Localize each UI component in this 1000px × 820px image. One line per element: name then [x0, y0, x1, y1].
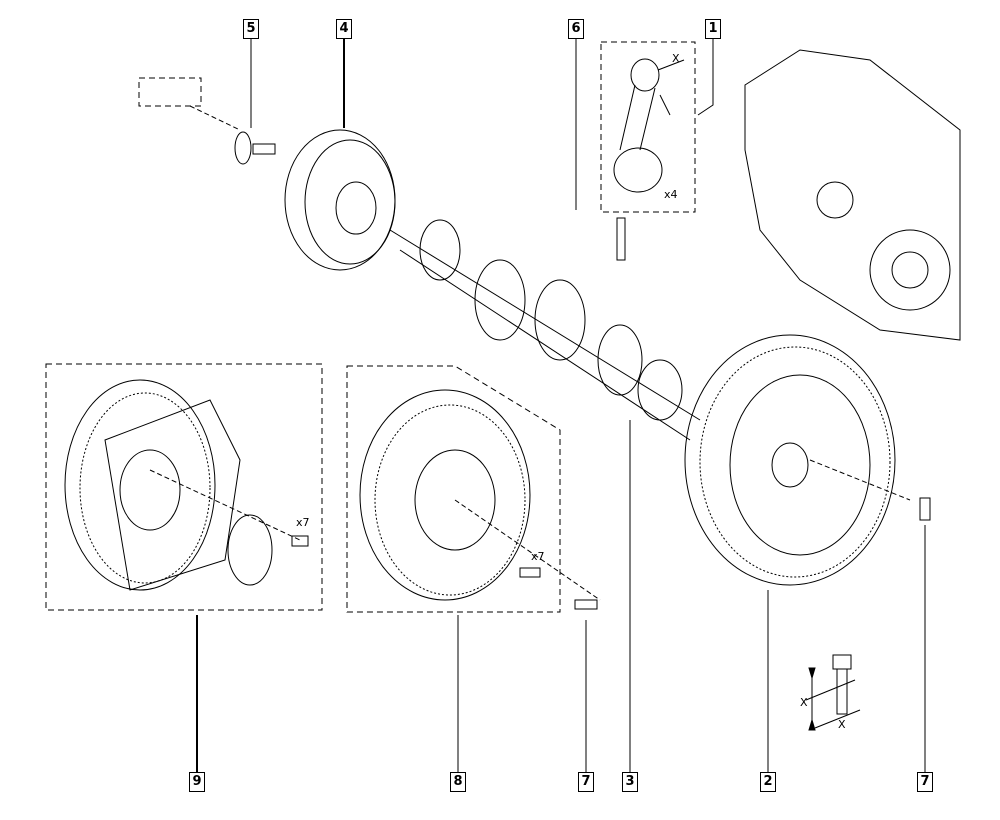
bolt-length-x: X	[800, 696, 808, 709]
flywheel-a-bolt-quantity: x7	[296, 516, 310, 529]
flywheel-bolt-2	[919, 497, 931, 521]
conrod-dimension-x: X	[672, 52, 680, 65]
reference-box	[138, 77, 202, 107]
leader-1	[697, 38, 714, 116]
flywheel-a-frame	[45, 363, 323, 611]
callout-2: 2	[760, 772, 776, 792]
callout-7a: 7	[578, 772, 594, 792]
conrod-quantity: x4	[664, 188, 678, 201]
flywheel-b-frame	[346, 365, 561, 613]
bolt-width-x: X	[838, 718, 846, 731]
callout-8: 8	[450, 772, 466, 792]
flywheel-variant-a	[64, 379, 309, 591]
callout-4: 4	[336, 19, 352, 39]
callout-3: 3	[622, 772, 638, 792]
callout-9: 9	[189, 772, 205, 792]
connecting-rod	[613, 58, 685, 193]
flywheel-b-bolt-quantity: x7	[531, 550, 545, 563]
callout-5: 5	[243, 19, 259, 39]
pulley-bolt-washer	[234, 131, 276, 165]
callout-6: 6	[568, 19, 584, 39]
crankshaft	[389, 219, 701, 441]
bolt-dimension-detail	[805, 654, 861, 731]
callout-1: 1	[705, 19, 721, 39]
reference-arrow	[189, 105, 241, 131]
callout-7b: 7	[917, 772, 933, 792]
engine-illustration	[744, 49, 961, 341]
conrod-frame	[600, 41, 696, 213]
dual-mass-flywheel	[684, 334, 911, 586]
crankshaft-pulley	[284, 129, 396, 271]
flywheel-variant-b	[359, 389, 601, 610]
conrod-bolt	[616, 217, 626, 261]
